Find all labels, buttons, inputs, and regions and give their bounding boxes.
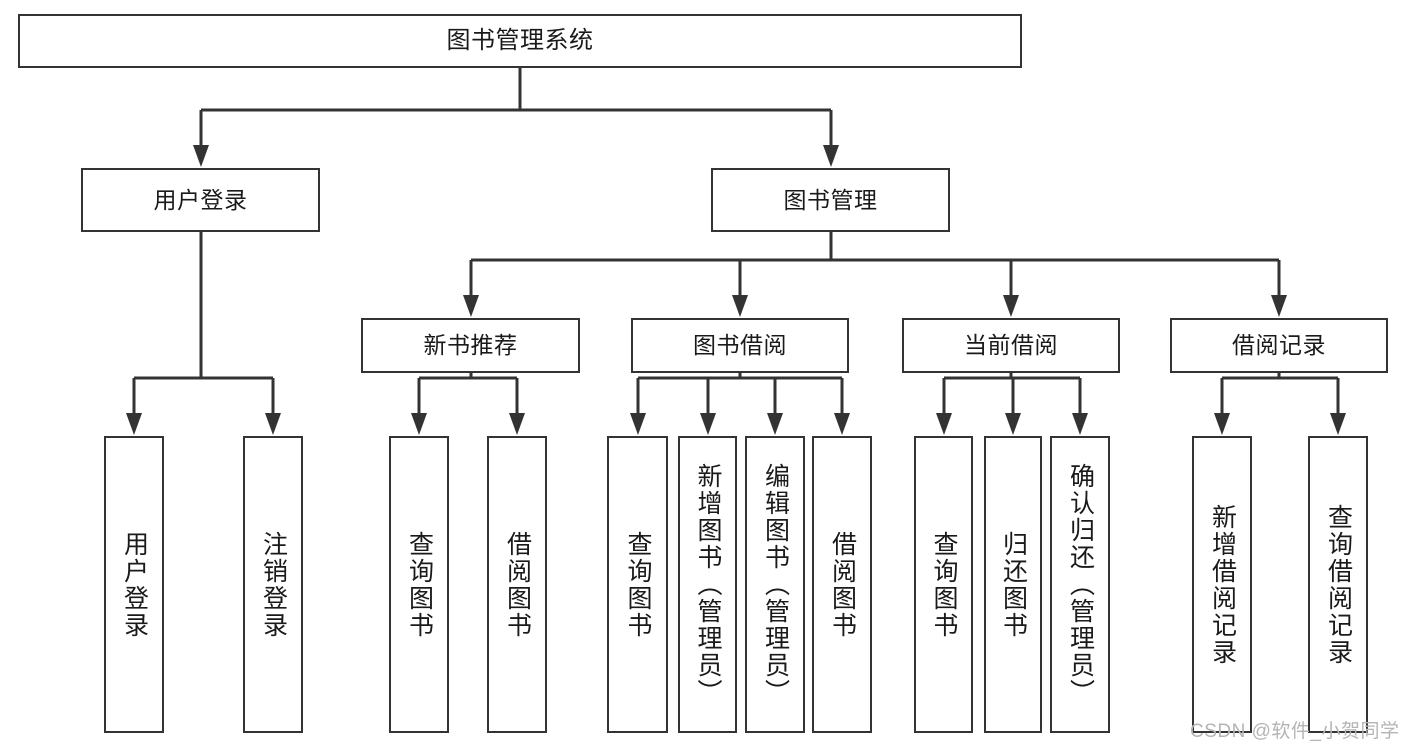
node-leaf-query-book-borrow[interactable]: 查询图书	[607, 436, 668, 733]
node-leaf-user-login[interactable]: 用户登录	[104, 436, 164, 733]
node-current-borrow[interactable]: 当前借阅	[902, 318, 1120, 373]
node-label: 借阅图书	[503, 530, 532, 639]
node-borrow-record[interactable]: 借阅记录	[1170, 318, 1388, 373]
node-leaf-add-borrow-record[interactable]: 新增借阅记录	[1192, 436, 1252, 733]
node-label: 当前借阅	[964, 332, 1058, 359]
node-label: 归还图书	[999, 530, 1028, 639]
node-label: 查询借阅记录	[1324, 503, 1353, 666]
node-leaf-query-borrow-record[interactable]: 查询借阅记录	[1308, 436, 1368, 733]
node-label: 借阅图书	[828, 530, 857, 639]
node-label: 查询图书	[930, 530, 958, 639]
node-label: 用户登录	[153, 186, 248, 213]
node-label: 借阅记录	[1232, 332, 1326, 359]
node-label: 新增借阅记录	[1208, 503, 1237, 666]
node-leaf-query-book-rec[interactable]: 查询图书	[389, 436, 449, 733]
node-leaf-edit-book-admin[interactable]: 编辑图书（管理员）	[745, 436, 805, 733]
node-label: 确认归还（管理员）	[1066, 463, 1095, 706]
node-leaf-logout[interactable]: 注销登录	[243, 436, 303, 733]
node-leaf-return-book[interactable]: 归还图书	[984, 436, 1042, 733]
node-label: 新增图书（管理员）	[694, 463, 722, 706]
node-label: 编辑图书（管理员）	[761, 463, 790, 706]
node-leaf-add-book-admin[interactable]: 新增图书（管理员）	[678, 436, 737, 733]
node-new-book-recommend[interactable]: 新书推荐	[361, 318, 580, 373]
node-leaf-borrow-book[interactable]: 借阅图书	[812, 436, 872, 733]
node-root[interactable]: 图书管理系统	[18, 14, 1022, 68]
node-book-borrow[interactable]: 图书借阅	[631, 318, 849, 373]
node-label: 新书推荐	[423, 332, 518, 359]
node-book-manage[interactable]: 图书管理	[711, 168, 950, 232]
node-leaf-borrow-book-rec[interactable]: 借阅图书	[487, 436, 547, 733]
node-user-login[interactable]: 用户登录	[81, 168, 320, 232]
node-label: 用户登录	[120, 530, 149, 639]
node-label: 图书借阅	[693, 332, 787, 359]
node-leaf-query-book-cur[interactable]: 查询图书	[914, 436, 973, 733]
node-label: 图书管理系统	[446, 27, 594, 55]
node-label: 图书管理	[783, 186, 878, 213]
node-label: 注销登录	[259, 530, 288, 639]
node-label: 查询图书	[624, 530, 652, 639]
node-label: 查询图书	[405, 530, 434, 639]
node-leaf-confirm-return-admin[interactable]: 确认归还（管理员）	[1050, 436, 1110, 733]
watermark: CSDN @软件_小贺同学	[1190, 721, 1400, 742]
